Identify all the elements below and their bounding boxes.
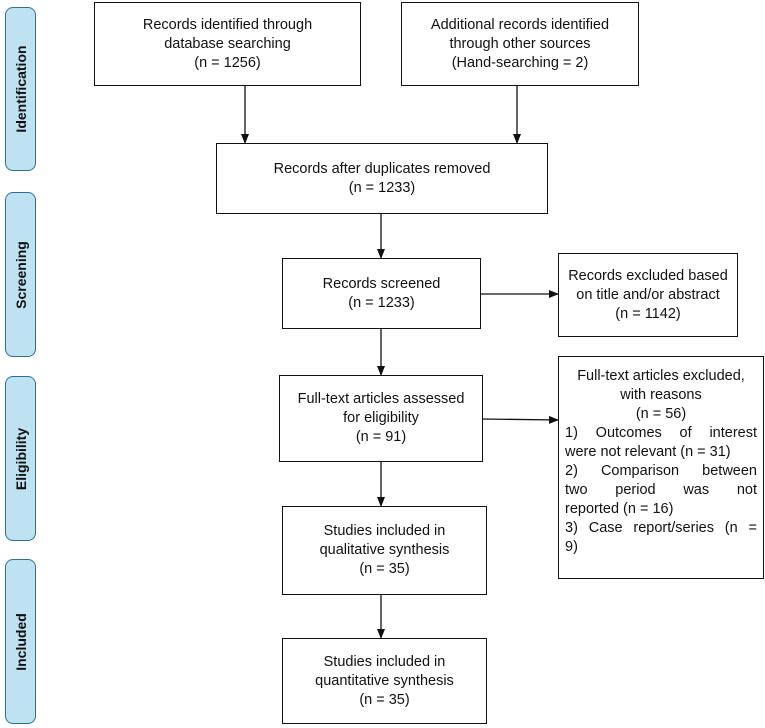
- excluded-title-line1: Records excluded based: [568, 267, 728, 284]
- box-records-screened: Records screened (n = 1233): [282, 258, 481, 329]
- exclusion-reason-line: 1) Outcomes of interest: [565, 425, 757, 441]
- excluded-title-line2: on title and/or abstract: [576, 286, 720, 303]
- arrow-fulltext-to-excluded: [482, 415, 559, 424]
- excluded-fulltext-line1: Full-text articles excluded,: [577, 368, 745, 384]
- box-excluded-title-abstract: Records excluded based on title and/or a…: [558, 253, 738, 337]
- excluded-fulltext-line2: with reasons: [620, 387, 702, 403]
- fulltext-line1: Full-text articles assessed: [297, 391, 465, 407]
- qualitative-count: (n = 35): [359, 561, 410, 577]
- box-database-records: Records identified through database sear…: [94, 2, 361, 86]
- box-qualitative-synthesis: Studies included in qualitative synthesi…: [282, 506, 487, 595]
- box-other-sources: Additional records identified through ot…: [401, 2, 639, 86]
- other-count: (Hand-searching = 2): [451, 54, 589, 71]
- box-quantitative-synthesis: Studies included in quantitative synthes…: [282, 638, 487, 724]
- box-duplicates-removed: Records after duplicates removed (n = 12…: [216, 143, 548, 214]
- quantitative-count: (n = 35): [359, 691, 410, 708]
- fulltext-count: (n = 91): [355, 429, 407, 445]
- phase-identification: Identification: [5, 7, 36, 171]
- other-line2: through other sources: [449, 35, 591, 52]
- phase-included: Included: [5, 559, 36, 724]
- database-count: (n = 1256): [194, 54, 261, 71]
- phase-eligibility: Eligibility: [5, 376, 36, 541]
- phase-screening: Screening: [5, 192, 36, 357]
- screened-line1: Records screened: [322, 275, 441, 292]
- exclusion-reason-line: were not relevant (n = 31): [565, 444, 731, 460]
- other-line1: Additional records identified: [430, 16, 610, 33]
- exclusion-reason-line: 2) Comparison between: [565, 463, 757, 479]
- box-fulltext-excluded: Full-text articles excluded, with reason…: [558, 356, 764, 579]
- excluded-fulltext-count: (n = 56): [635, 406, 687, 422]
- exclusion-reason-line: two period was not: [565, 482, 757, 498]
- quantitative-line2: quantitative synthesis: [315, 672, 454, 689]
- screened-count: (n = 1233): [348, 294, 415, 311]
- dedup-line1: Records after duplicates removed: [273, 160, 491, 177]
- quantitative-line1: Studies included in: [323, 653, 446, 670]
- database-line2: database searching: [164, 35, 291, 52]
- exclusion-reason-line: 3) Case report/series (n =: [565, 520, 757, 536]
- box-fulltext-assessed: Full-text articles assessed for eligibil…: [279, 375, 483, 462]
- excluded-title-count: (n = 1142): [615, 305, 681, 322]
- qualitative-line1: Studies included in: [323, 523, 446, 539]
- fulltext-line2: for eligibility: [343, 410, 419, 426]
- exclusion-reason-line: 9): [565, 539, 578, 555]
- exclusion-reason-line: reported (n = 16): [565, 501, 674, 517]
- qualitative-line2: qualitative synthesis: [319, 542, 450, 558]
- dedup-count: (n = 1233): [348, 179, 416, 196]
- database-line1: Records identified through: [142, 16, 313, 33]
